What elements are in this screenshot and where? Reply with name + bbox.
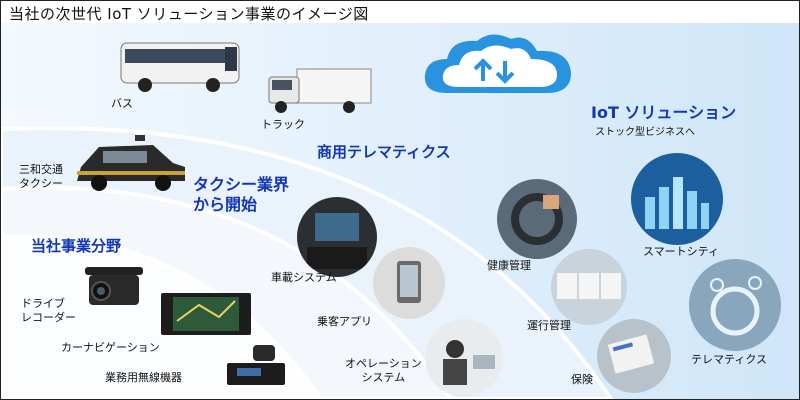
label-dashcam: ドライブ レコーダー — [21, 297, 76, 324]
page-title: 当社の次世代 IoT ソリューション事業のイメージ図 — [9, 5, 369, 23]
iot-telematics-photo — [689, 259, 781, 351]
bus-icon — [120, 42, 240, 92]
radio-icon — [227, 345, 285, 385]
dashcam-icon — [85, 267, 143, 305]
passenger-app-photo — [373, 247, 445, 319]
label-car-navigation: カーナビゲーション — [61, 341, 160, 354]
operation-system-photo — [425, 319, 503, 397]
label-in-vehicle-system: 車載システム — [271, 271, 337, 284]
label-radio: 業務用無線機器 — [105, 371, 182, 384]
cloud-upload-download-icon — [424, 34, 571, 93]
truck-icon — [268, 68, 372, 113]
label-iot-telematics: テレマティクス — [691, 353, 768, 366]
label-truck: トラック — [261, 118, 305, 131]
label-operation-management: 運行管理 — [527, 319, 571, 332]
label-insurance: 保険 — [571, 373, 593, 386]
operation-management-photo — [551, 249, 627, 325]
subheading-iot: ストック型ビジネスへ — [595, 127, 695, 138]
heading-taxi: タクシー業界 から開始 — [193, 175, 290, 214]
heading-iot: IoT ソリューション — [591, 103, 737, 122]
label-smart-city: スマートシティ — [643, 245, 720, 258]
insurance-photo — [597, 319, 671, 393]
label-taxi: 三和交通 タクシー — [19, 163, 63, 190]
heading-telematics: 商用テレマティクス — [317, 143, 451, 161]
label-bus: バス — [111, 97, 133, 110]
in-vehicle-system-photo — [297, 197, 377, 277]
heading-core: 当社事業分野 — [31, 237, 122, 255]
car-navigation-icon — [161, 293, 251, 335]
label-operation-system: オペレーション システム — [345, 357, 422, 384]
smart-city-photo — [631, 153, 723, 245]
label-passenger-app: 乗客アプリ — [317, 315, 372, 328]
health-management-photo — [497, 179, 577, 259]
taxi-icon — [77, 135, 185, 191]
label-health-management: 健康管理 — [487, 259, 531, 272]
